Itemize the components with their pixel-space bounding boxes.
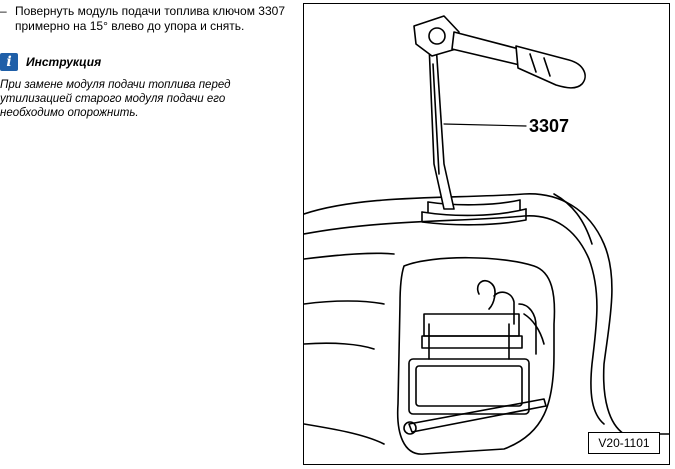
step-text: Повернуть модуль подачи топлива ключом 3… — [15, 4, 286, 33]
instruction-step: – Повернуть модуль подачи топлива ключом… — [0, 4, 300, 34]
note-header: i Инструкция — [0, 52, 101, 72]
info-icon-glyph: i — [6, 54, 12, 70]
tool-callout-label: 3307 — [529, 116, 570, 136]
technical-illustration: 3307 V20-1101 — [303, 3, 670, 465]
figure-code: V20-1101 — [588, 432, 660, 454]
info-icon: i — [0, 53, 18, 71]
note-body: При замене модуля подачи топлива перед у… — [0, 79, 231, 119]
step-bullet: – — [0, 4, 7, 18]
note-title: Инструкция — [26, 55, 102, 69]
fuel-module-drawing — [304, 15, 669, 455]
